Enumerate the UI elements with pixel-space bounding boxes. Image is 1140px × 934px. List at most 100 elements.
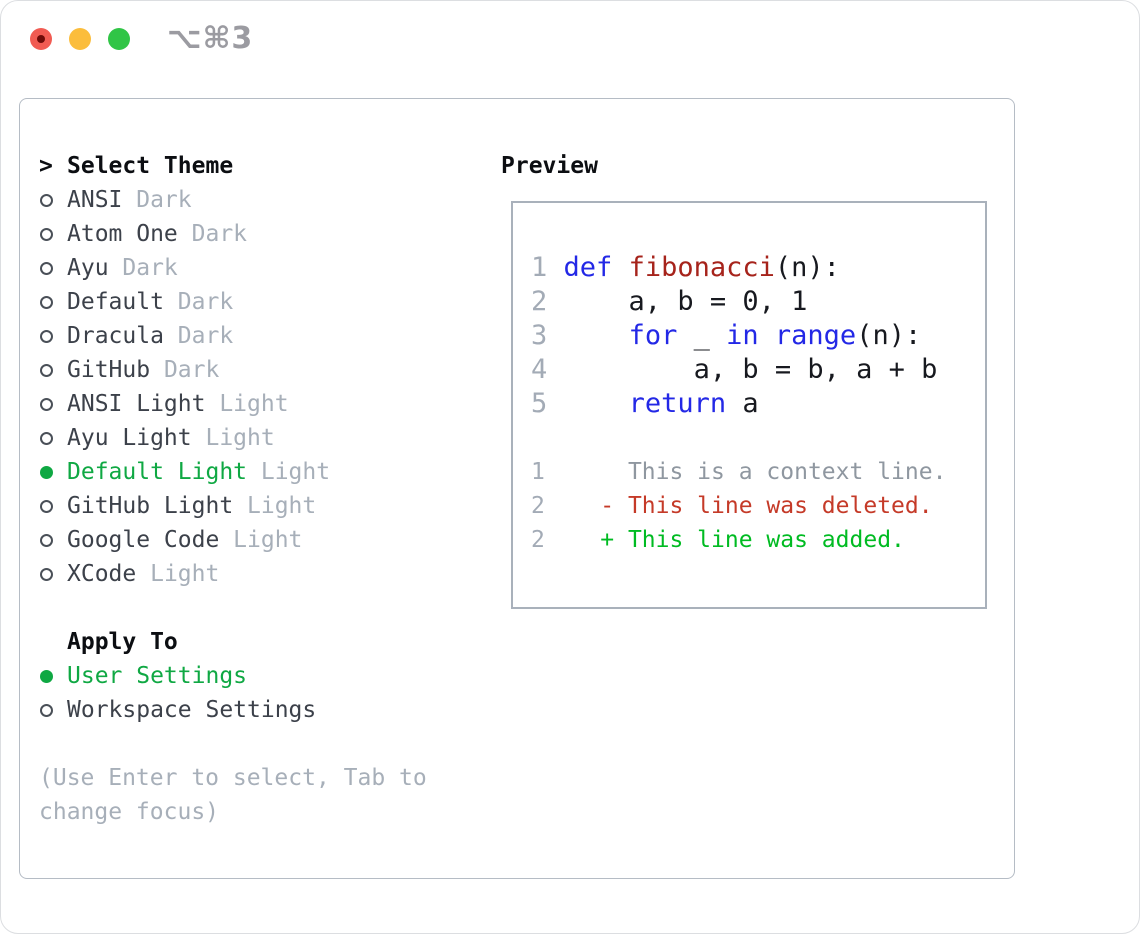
apply-option-name: Workspace Settings bbox=[67, 697, 317, 723]
code-token bbox=[612, 252, 628, 283]
spacer bbox=[39, 727, 479, 761]
code-token: a, b = b, a + b bbox=[563, 354, 938, 385]
theme-option[interactable]: GitHub Light Light bbox=[39, 489, 479, 523]
code-token: fibonacci bbox=[628, 252, 775, 283]
code-token bbox=[547, 388, 563, 419]
theme-option[interactable]: GitHub Dark bbox=[39, 353, 479, 387]
code-token: a bbox=[726, 388, 759, 419]
theme-variant: Light bbox=[233, 527, 303, 553]
radio-icon bbox=[40, 499, 53, 513]
radio-icon-wrap bbox=[39, 533, 67, 547]
code-token bbox=[547, 286, 563, 317]
diff-line: 2 - This line was deleted. bbox=[531, 489, 985, 523]
code-token: range bbox=[774, 320, 857, 351]
theme-variant: Dark bbox=[163, 357, 220, 383]
code-token bbox=[547, 354, 563, 385]
apply-to-title: Apply To bbox=[67, 629, 178, 655]
theme-name: GitHub Light bbox=[67, 493, 234, 519]
theme-variant: Light bbox=[150, 561, 220, 587]
theme-variant: Light bbox=[219, 391, 289, 417]
theme-option[interactable]: Default Light Light bbox=[39, 455, 479, 489]
code-token: def bbox=[563, 252, 613, 283]
code-token bbox=[564, 388, 629, 419]
apply-option[interactable]: Workspace Settings bbox=[39, 693, 479, 727]
radio-icon bbox=[40, 397, 53, 411]
code-token: a, b = 0, 1 bbox=[563, 286, 808, 317]
radio-icon-wrap bbox=[39, 193, 67, 207]
code-token bbox=[759, 320, 775, 351]
radio-icon bbox=[40, 703, 53, 717]
line-number: 4 bbox=[531, 354, 548, 385]
radio-icon bbox=[40, 431, 53, 445]
line-number: 5 bbox=[531, 388, 548, 419]
apply-to-title-row: Apply To bbox=[39, 625, 479, 659]
diff-text: - This line was deleted. bbox=[544, 493, 933, 519]
code-token: for bbox=[628, 320, 678, 351]
theme-name: Default Light bbox=[67, 459, 248, 485]
radio-icon-wrap bbox=[39, 431, 67, 445]
code-token bbox=[547, 252, 563, 283]
code-token: in bbox=[726, 320, 759, 351]
theme-variant: Dark bbox=[177, 323, 234, 349]
theme-name: GitHub bbox=[67, 357, 151, 383]
minimize-button-icon[interactable] bbox=[69, 28, 91, 50]
close-button-icon[interactable] bbox=[30, 28, 52, 50]
diff-line: 1 This is a context line. bbox=[531, 455, 985, 489]
code-line: 1 def fibonacci(n): bbox=[531, 251, 985, 285]
radio-icon-wrap bbox=[39, 295, 67, 309]
line-number: 2 bbox=[531, 493, 545, 519]
radio-icon bbox=[40, 295, 53, 309]
diff-line: 2 + This line was added. bbox=[531, 523, 985, 557]
radio-icon-wrap bbox=[39, 465, 67, 479]
diff-text: This is a context line. bbox=[544, 459, 947, 485]
line-number: 2 bbox=[531, 286, 548, 317]
theme-variant: Dark bbox=[177, 289, 234, 315]
apply-option[interactable]: User Settings bbox=[39, 659, 479, 693]
apply-option-name: User Settings bbox=[67, 663, 248, 689]
code-token: (n): bbox=[774, 252, 840, 283]
titlebar: ⌥⌘3 bbox=[1, 1, 1139, 79]
radio-icon-wrap bbox=[39, 669, 67, 683]
radio-icon-wrap bbox=[39, 397, 67, 411]
theme-option[interactable]: Default Dark bbox=[39, 285, 479, 319]
radio-icon bbox=[40, 193, 53, 207]
radio-icon-wrap bbox=[39, 567, 67, 581]
radio-icon bbox=[40, 329, 53, 343]
spacer bbox=[531, 421, 985, 455]
radio-selected-icon bbox=[40, 669, 53, 683]
radio-icon-wrap bbox=[39, 261, 67, 275]
theme-variant: Dark bbox=[136, 187, 192, 213]
zoom-button-icon[interactable] bbox=[108, 28, 130, 50]
window-hotkey-label: ⌥⌘3 bbox=[167, 21, 254, 56]
theme-variant: Light bbox=[205, 425, 275, 451]
theme-variant: Light bbox=[247, 493, 317, 519]
radio-icon-wrap bbox=[39, 499, 67, 513]
radio-icon-wrap bbox=[39, 703, 67, 717]
focus-caret: > bbox=[39, 153, 53, 179]
hint-text-line2: change focus) bbox=[39, 799, 220, 825]
code-line: 3 for _ in range(n): bbox=[531, 319, 985, 353]
theme-variant: Light bbox=[260, 459, 331, 485]
code-line: 5 return a bbox=[531, 387, 985, 421]
code-token bbox=[547, 320, 563, 351]
theme-option[interactable]: XCode Light bbox=[39, 557, 479, 591]
select-theme-title: Select Theme bbox=[67, 153, 234, 179]
theme-name: Default bbox=[67, 289, 164, 315]
spacer bbox=[39, 591, 479, 625]
radio-icon-wrap bbox=[39, 227, 67, 241]
diff-preview: 1 This is a context line.2 - This line w… bbox=[531, 455, 985, 557]
theme-name: XCode bbox=[67, 561, 137, 587]
